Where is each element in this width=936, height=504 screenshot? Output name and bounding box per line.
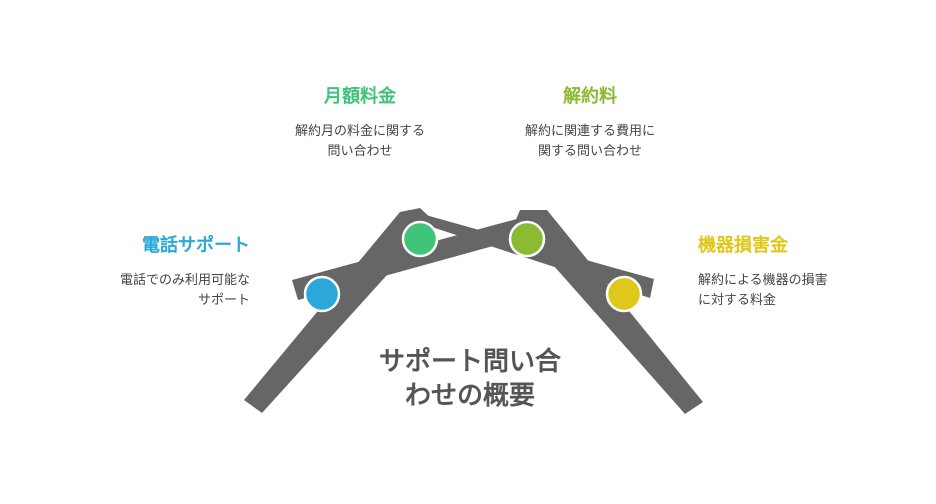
phone-support-description: 電話でのみ利用可能な サポート (119, 273, 250, 308)
monthly-fee-label: 月額料金 解約月の料金に関する 問い合わせ (260, 86, 460, 162)
device-damage-description: 解約による機器の損害 に対する料金 (698, 273, 828, 308)
monthly-fee-description: 解約月の料金に関する 問い合わせ (294, 124, 425, 159)
diagram-title: サポート問い合 わせの概要 (378, 347, 561, 411)
monthly-node (401, 220, 439, 258)
cancellation-fee-label: 解約料 解約に関連する費用に 関する問い合わせ (490, 86, 690, 162)
phone-support-label: 電話サポート 電話でのみ利用可能な サポート (60, 235, 250, 311)
left-crossbar (292, 214, 540, 300)
cancellation-fee-description: 解約に関連する費用に 関する問い合わせ (524, 124, 655, 159)
device-node (605, 275, 643, 313)
cancel-node (508, 220, 546, 258)
phone-support-title: 電話サポート (142, 235, 250, 256)
device-damage-label: 機器損害金 解約による機器の損害 に対する料金 (698, 235, 908, 311)
monthly-fee-title: 月額料金 (324, 86, 396, 107)
cancellation-fee-title: 解約料 (563, 86, 617, 107)
phone-node (303, 275, 341, 313)
device-damage-title: 機器損害金 (698, 235, 788, 256)
